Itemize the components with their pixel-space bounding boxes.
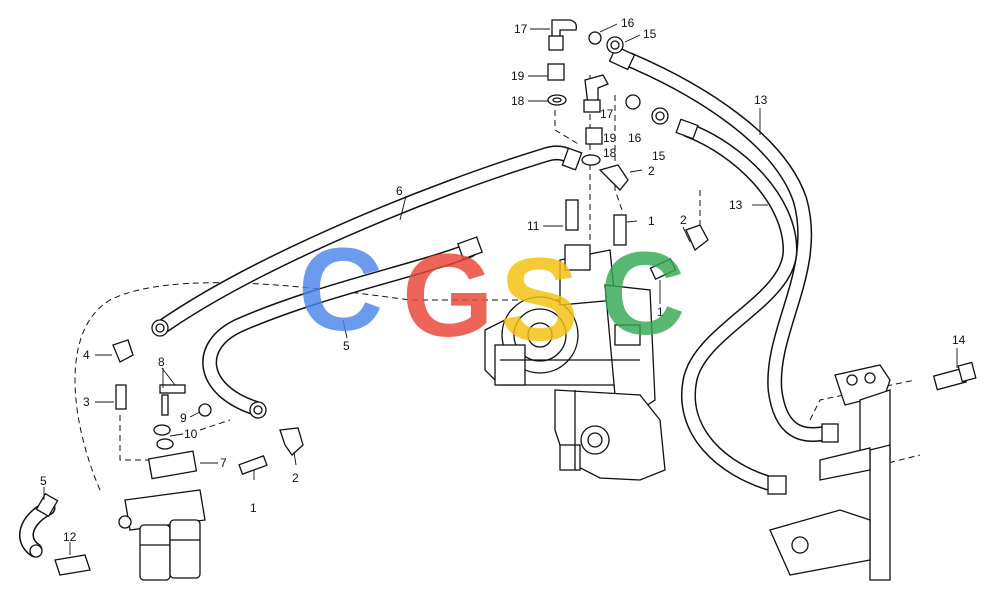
watermark-letter-g: G	[402, 230, 494, 362]
leader-lines	[43, 23, 958, 555]
hose-6	[151, 145, 583, 337]
callout-16b: 16	[628, 131, 642, 145]
filter-assembly	[54, 339, 304, 581]
callout-18a: 18	[511, 94, 525, 108]
hose-5	[202, 236, 483, 419]
callout-10: 10	[184, 427, 198, 441]
watermark-letter-s: S	[500, 234, 579, 366]
callout-11: 11	[527, 219, 540, 233]
callout-1c: 1	[250, 501, 257, 515]
callout-8: 8	[158, 355, 165, 369]
callout-18b: 18	[603, 146, 617, 160]
callout-2b: 2	[680, 213, 687, 227]
callout-5b: 5	[40, 474, 47, 488]
hose-13-lower	[675, 118, 798, 495]
callout-19a: 19	[511, 69, 525, 83]
watermark-letter-c1: C	[298, 224, 383, 356]
callout-7: 7	[220, 456, 227, 470]
callout-14: 14	[952, 333, 966, 347]
callout-1a: 1	[648, 214, 655, 228]
callout-17a: 17	[514, 22, 528, 36]
callout-4: 4	[83, 348, 90, 362]
callout-6: 6	[396, 184, 403, 198]
callout-15a: 15	[643, 27, 657, 41]
callout-19b: 19	[603, 131, 617, 145]
callout-labels: 17 16 15 19 18 17 16 19 18 15 2 6 13 13 …	[40, 16, 966, 544]
callout-9: 9	[180, 411, 187, 425]
callout-2a: 2	[648, 164, 655, 178]
callout-3: 3	[83, 395, 90, 409]
callout-15b: 15	[652, 149, 666, 163]
callout-13a: 13	[754, 93, 768, 107]
hose-5-short	[19, 492, 59, 558]
watermark-letter-c2: C	[600, 228, 685, 360]
bracket-assembly	[769, 361, 977, 581]
callout-5a: 5	[343, 339, 350, 353]
callout-16a: 16	[621, 16, 635, 30]
callout-13b: 13	[729, 198, 743, 212]
callout-17b: 17	[600, 107, 614, 121]
callout-1b: 1	[657, 305, 664, 319]
upper-fittings	[547, 19, 709, 280]
watermark-logo: C G S C	[298, 224, 685, 366]
callout-2c: 2	[292, 471, 299, 485]
hydraulic-unit	[484, 244, 666, 481]
callout-12: 12	[63, 530, 77, 544]
